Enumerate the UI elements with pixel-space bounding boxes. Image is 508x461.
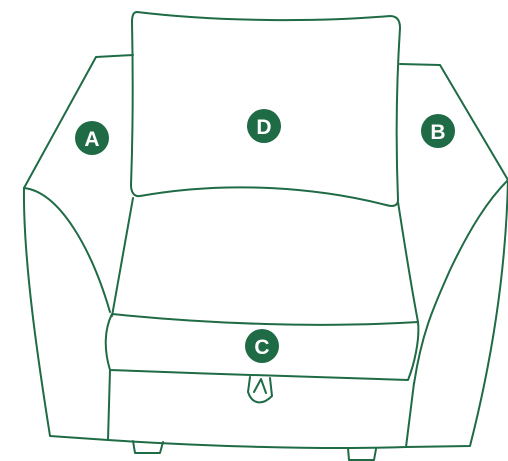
right-armrest-top — [400, 64, 508, 180]
left-armrest-inner-curve — [24, 188, 110, 312]
badge-d: D — [247, 109, 281, 143]
badge-c: C — [245, 329, 279, 363]
storage-handle-inner — [254, 379, 266, 393]
seat-right-edge — [398, 202, 418, 322]
back-cushion — [131, 12, 400, 206]
seat-left-edge — [112, 198, 133, 316]
badge-a-label: A — [84, 128, 99, 151]
right-armrest-front — [406, 180, 508, 447]
badge-c-label: C — [254, 336, 269, 359]
badge-b: B — [421, 114, 455, 148]
left-armrest-side — [24, 188, 108, 440]
left-armrest-top — [24, 55, 133, 188]
badge-b-label: B — [430, 121, 445, 144]
badge-a: A — [75, 121, 109, 155]
right-foot — [348, 448, 376, 460]
badge-d-label: D — [256, 116, 271, 139]
right-armrest-side — [414, 180, 508, 384]
